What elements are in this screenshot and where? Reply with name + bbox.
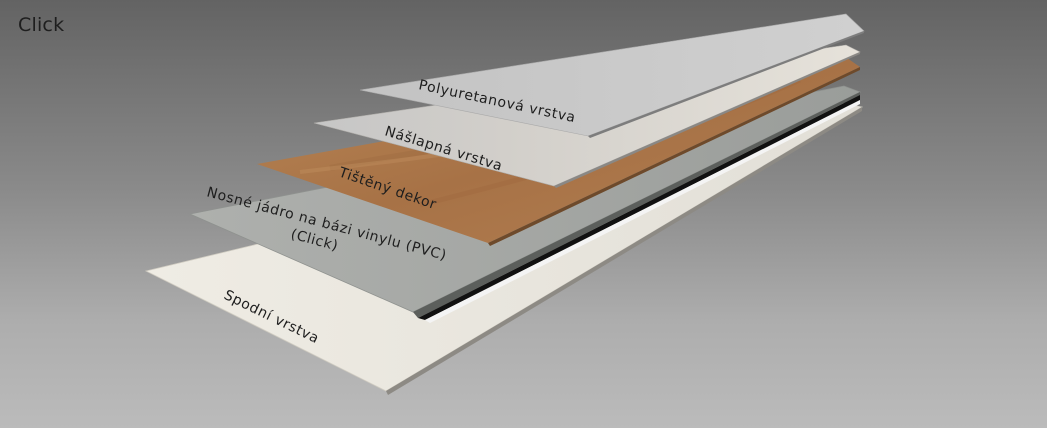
polyurethane-layer xyxy=(359,13,865,138)
page-title: Click xyxy=(18,14,65,36)
